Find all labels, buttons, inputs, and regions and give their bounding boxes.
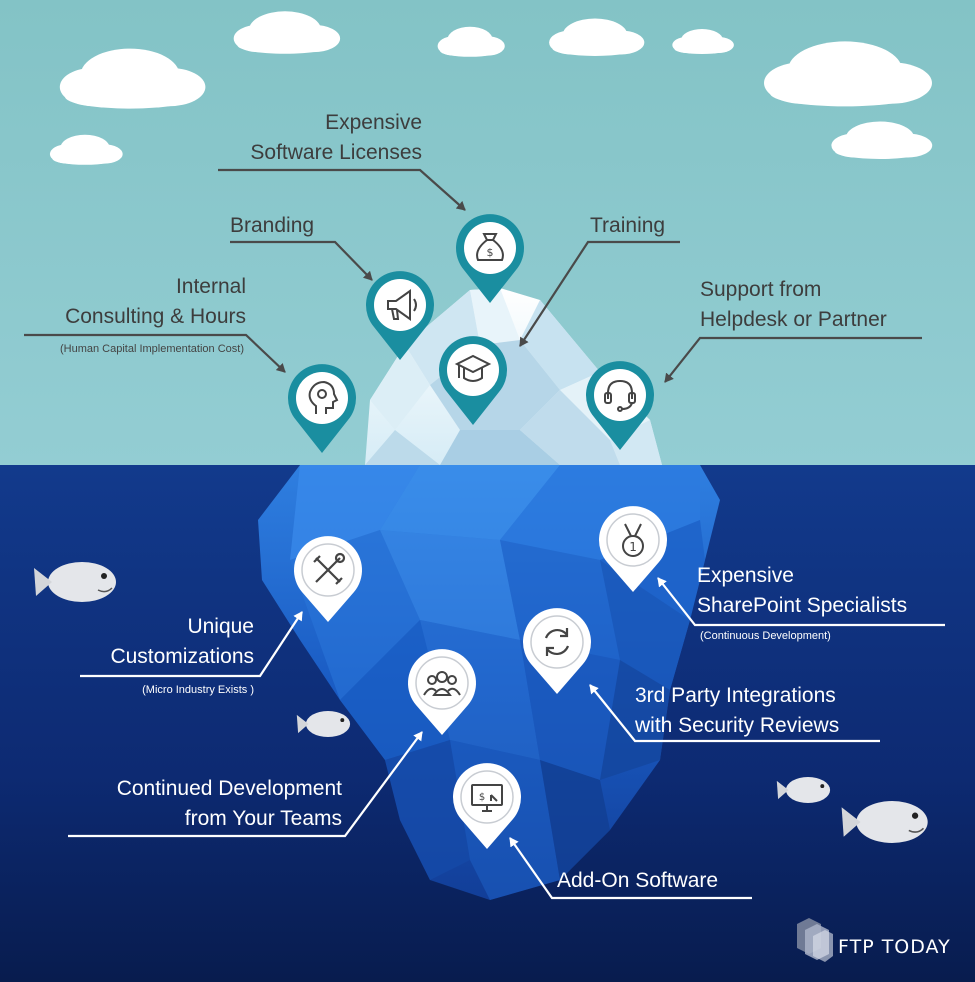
- headset-icon: [604, 379, 636, 412]
- label-line: Internal: [175, 275, 246, 298]
- label-sharepoint-note: (Continuous Development): [700, 630, 831, 642]
- label-customizations: Unique Customizations: [40, 612, 254, 672]
- pin-customizations: [294, 536, 362, 622]
- tools-icon: [313, 552, 346, 585]
- head-gear-icon: [308, 380, 339, 414]
- label-line: Add-On Software: [557, 869, 719, 892]
- megaphone-icon: [387, 289, 417, 321]
- pin-continued-dev: [408, 649, 476, 735]
- label-line: Unique: [187, 615, 254, 638]
- pin-training: [439, 336, 507, 425]
- label-branding: Branding: [230, 211, 314, 241]
- label-line: from Your Teams: [184, 807, 342, 830]
- fish-2: [296, 711, 351, 737]
- label-integrations: 3rd Party Integrations with Security Rev…: [635, 681, 839, 741]
- fish-4: [841, 801, 928, 843]
- fish-3: [776, 777, 831, 803]
- label-line: Expensive: [325, 111, 422, 134]
- label-line: Helpdesk or Partner: [700, 308, 887, 331]
- label-continued-dev: Continued Development from Your Teams: [40, 774, 342, 834]
- pin-addon: $: [453, 763, 521, 849]
- fish-1: [34, 562, 116, 602]
- money-bag-icon: $: [476, 233, 504, 261]
- label-line: Customizations: [110, 645, 254, 668]
- brand-name: FTP TODAY: [838, 936, 951, 958]
- svg-text:1: 1: [629, 540, 637, 554]
- team-icon: [423, 671, 461, 696]
- label-line: with Security Reviews: [635, 714, 840, 737]
- pin-internal-consulting: [288, 364, 356, 453]
- label-line: Training: [590, 214, 666, 237]
- label-internal-consulting-note: (Human Capital Implementation Cost): [59, 343, 244, 355]
- connectors-above: [24, 168, 922, 383]
- pin-support: [586, 361, 654, 450]
- label-line: 3rd Party Integrations: [635, 684, 836, 707]
- iceberg-underwater: [258, 465, 720, 900]
- svg-text:$: $: [479, 792, 485, 803]
- label-line: Consulting & Hours: [65, 305, 246, 328]
- pin-branding: [366, 271, 434, 360]
- monitor-dollar-icon: $: [471, 784, 503, 812]
- connectors-below: [68, 577, 945, 900]
- label-line: SharePoint Specialists: [697, 594, 908, 617]
- label-line: Branding: [230, 214, 315, 237]
- label-customizations-note: (Micro Industry Exists ): [142, 684, 254, 696]
- medal-icon: 1: [622, 523, 644, 557]
- pin-software-licenses: $: [456, 214, 524, 303]
- label-internal-consulting: Internal Consulting & Hours: [20, 272, 246, 332]
- label-support: Support from Helpdesk or Partner: [700, 275, 887, 335]
- label-line: Expensive: [697, 564, 794, 587]
- label-training: Training: [590, 211, 665, 241]
- label-line: Support from: [700, 278, 822, 301]
- graduation-cap-icon: [454, 354, 492, 382]
- label-addon: Add-On Software: [557, 866, 718, 896]
- label-line: Software Licenses: [250, 141, 422, 164]
- refresh-icon: [544, 628, 570, 656]
- label-sharepoint: Expensive SharePoint Specialists: [697, 561, 907, 621]
- label-software-licenses: Expensive Software Licenses: [200, 108, 422, 168]
- label-line: Continued Development: [116, 777, 342, 800]
- svg-text:$: $: [487, 246, 494, 259]
- pin-sharepoint: 1: [599, 506, 667, 592]
- pin-integrations: [523, 608, 591, 694]
- ftp-today-logo-mark: [797, 918, 833, 962]
